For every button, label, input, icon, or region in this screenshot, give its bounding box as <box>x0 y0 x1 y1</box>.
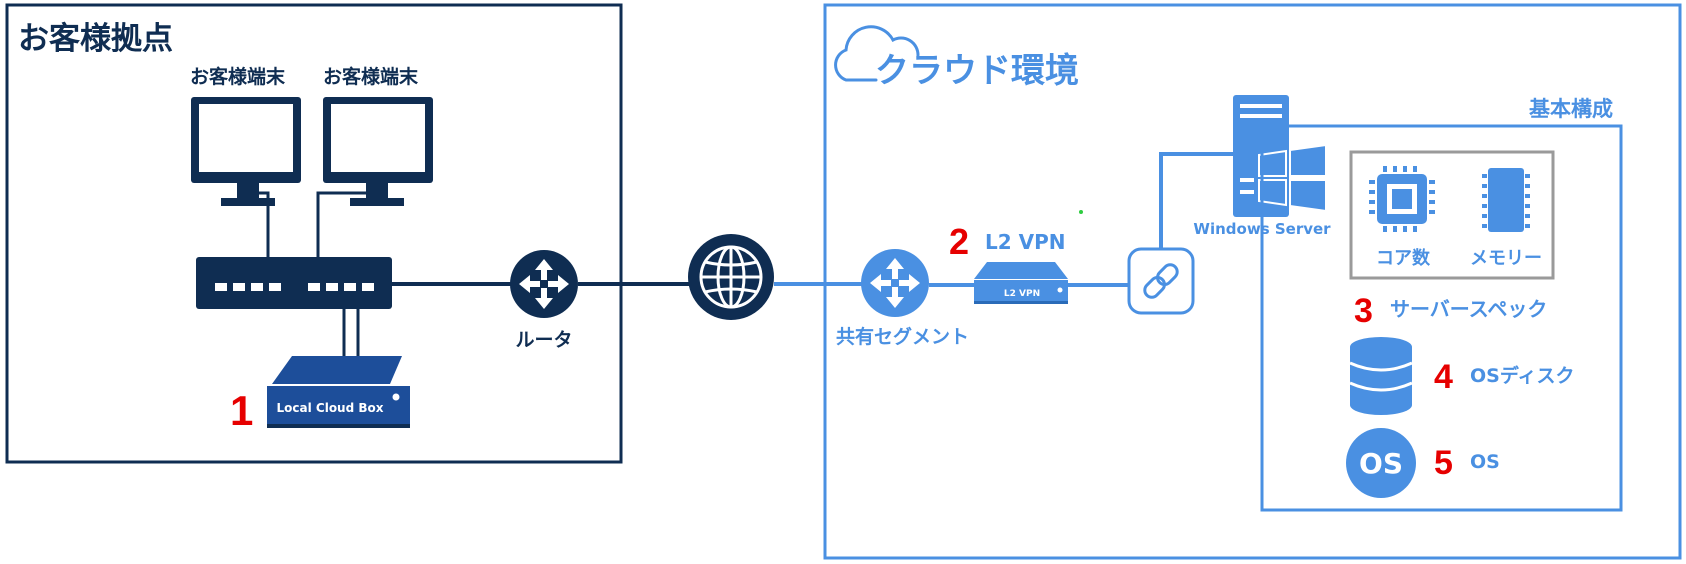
customer-site-frame <box>5 3 623 464</box>
basic-config-title: 基本構成 <box>1529 97 1613 121</box>
lcb-label: Local Cloud Box <box>277 401 384 415</box>
disk-label: OSディスク <box>1470 364 1575 387</box>
cloud-icon <box>834 25 920 82</box>
terminal-label-1: お客様端末 <box>190 65 286 88</box>
memory-icon <box>1482 168 1530 232</box>
os-number: 5 <box>1434 444 1453 482</box>
customer-site-title: お客様拠点 <box>18 21 173 57</box>
router-label: ルータ <box>515 329 572 351</box>
vpn-device-icon <box>974 262 1068 304</box>
os-icon-text: OS <box>1359 447 1403 480</box>
cloud-environment-frame <box>823 3 1682 560</box>
router-icon <box>510 250 578 318</box>
terminal-label-2: お客様端末 <box>323 65 419 88</box>
basic-config-frame <box>1260 124 1623 512</box>
disk-number: 4 <box>1434 358 1453 396</box>
vpn-label: L2 VPN <box>985 230 1066 254</box>
switch-hub-icon <box>196 257 392 309</box>
lcb-number: 1 <box>230 387 253 434</box>
shared-segment-router-icon <box>861 249 929 317</box>
monitor-cables <box>246 191 378 257</box>
vpn-number: 2 <box>949 221 969 262</box>
os-icon <box>1346 428 1416 498</box>
link-icon <box>1127 247 1195 315</box>
memory-label: メモリー <box>1470 248 1542 269</box>
monitor-icon <box>323 97 433 206</box>
os-label: OS <box>1470 451 1500 473</box>
local-cloud-box-icon <box>267 356 410 428</box>
spec-label: サーバースペック <box>1390 297 1547 321</box>
windows-server-icon <box>1233 95 1327 217</box>
spec-frame <box>1349 150 1555 280</box>
cpu-label: コア数 <box>1376 247 1431 269</box>
shared-segment-label: 共有セグメント <box>836 325 969 348</box>
hub-lcb-cable <box>342 309 360 358</box>
cloud-title: クラウド環境 <box>875 51 1079 91</box>
marker-dot <box>1079 210 1083 214</box>
link-server-cable <box>1159 152 1238 249</box>
internet-globe-icon <box>688 234 774 320</box>
database-disk-icon <box>1349 337 1413 415</box>
cpu-icon <box>1369 166 1435 232</box>
spec-number: 3 <box>1354 292 1373 330</box>
monitor-icon <box>191 97 301 206</box>
vpn-device-label: L2 VPN <box>1004 289 1040 299</box>
